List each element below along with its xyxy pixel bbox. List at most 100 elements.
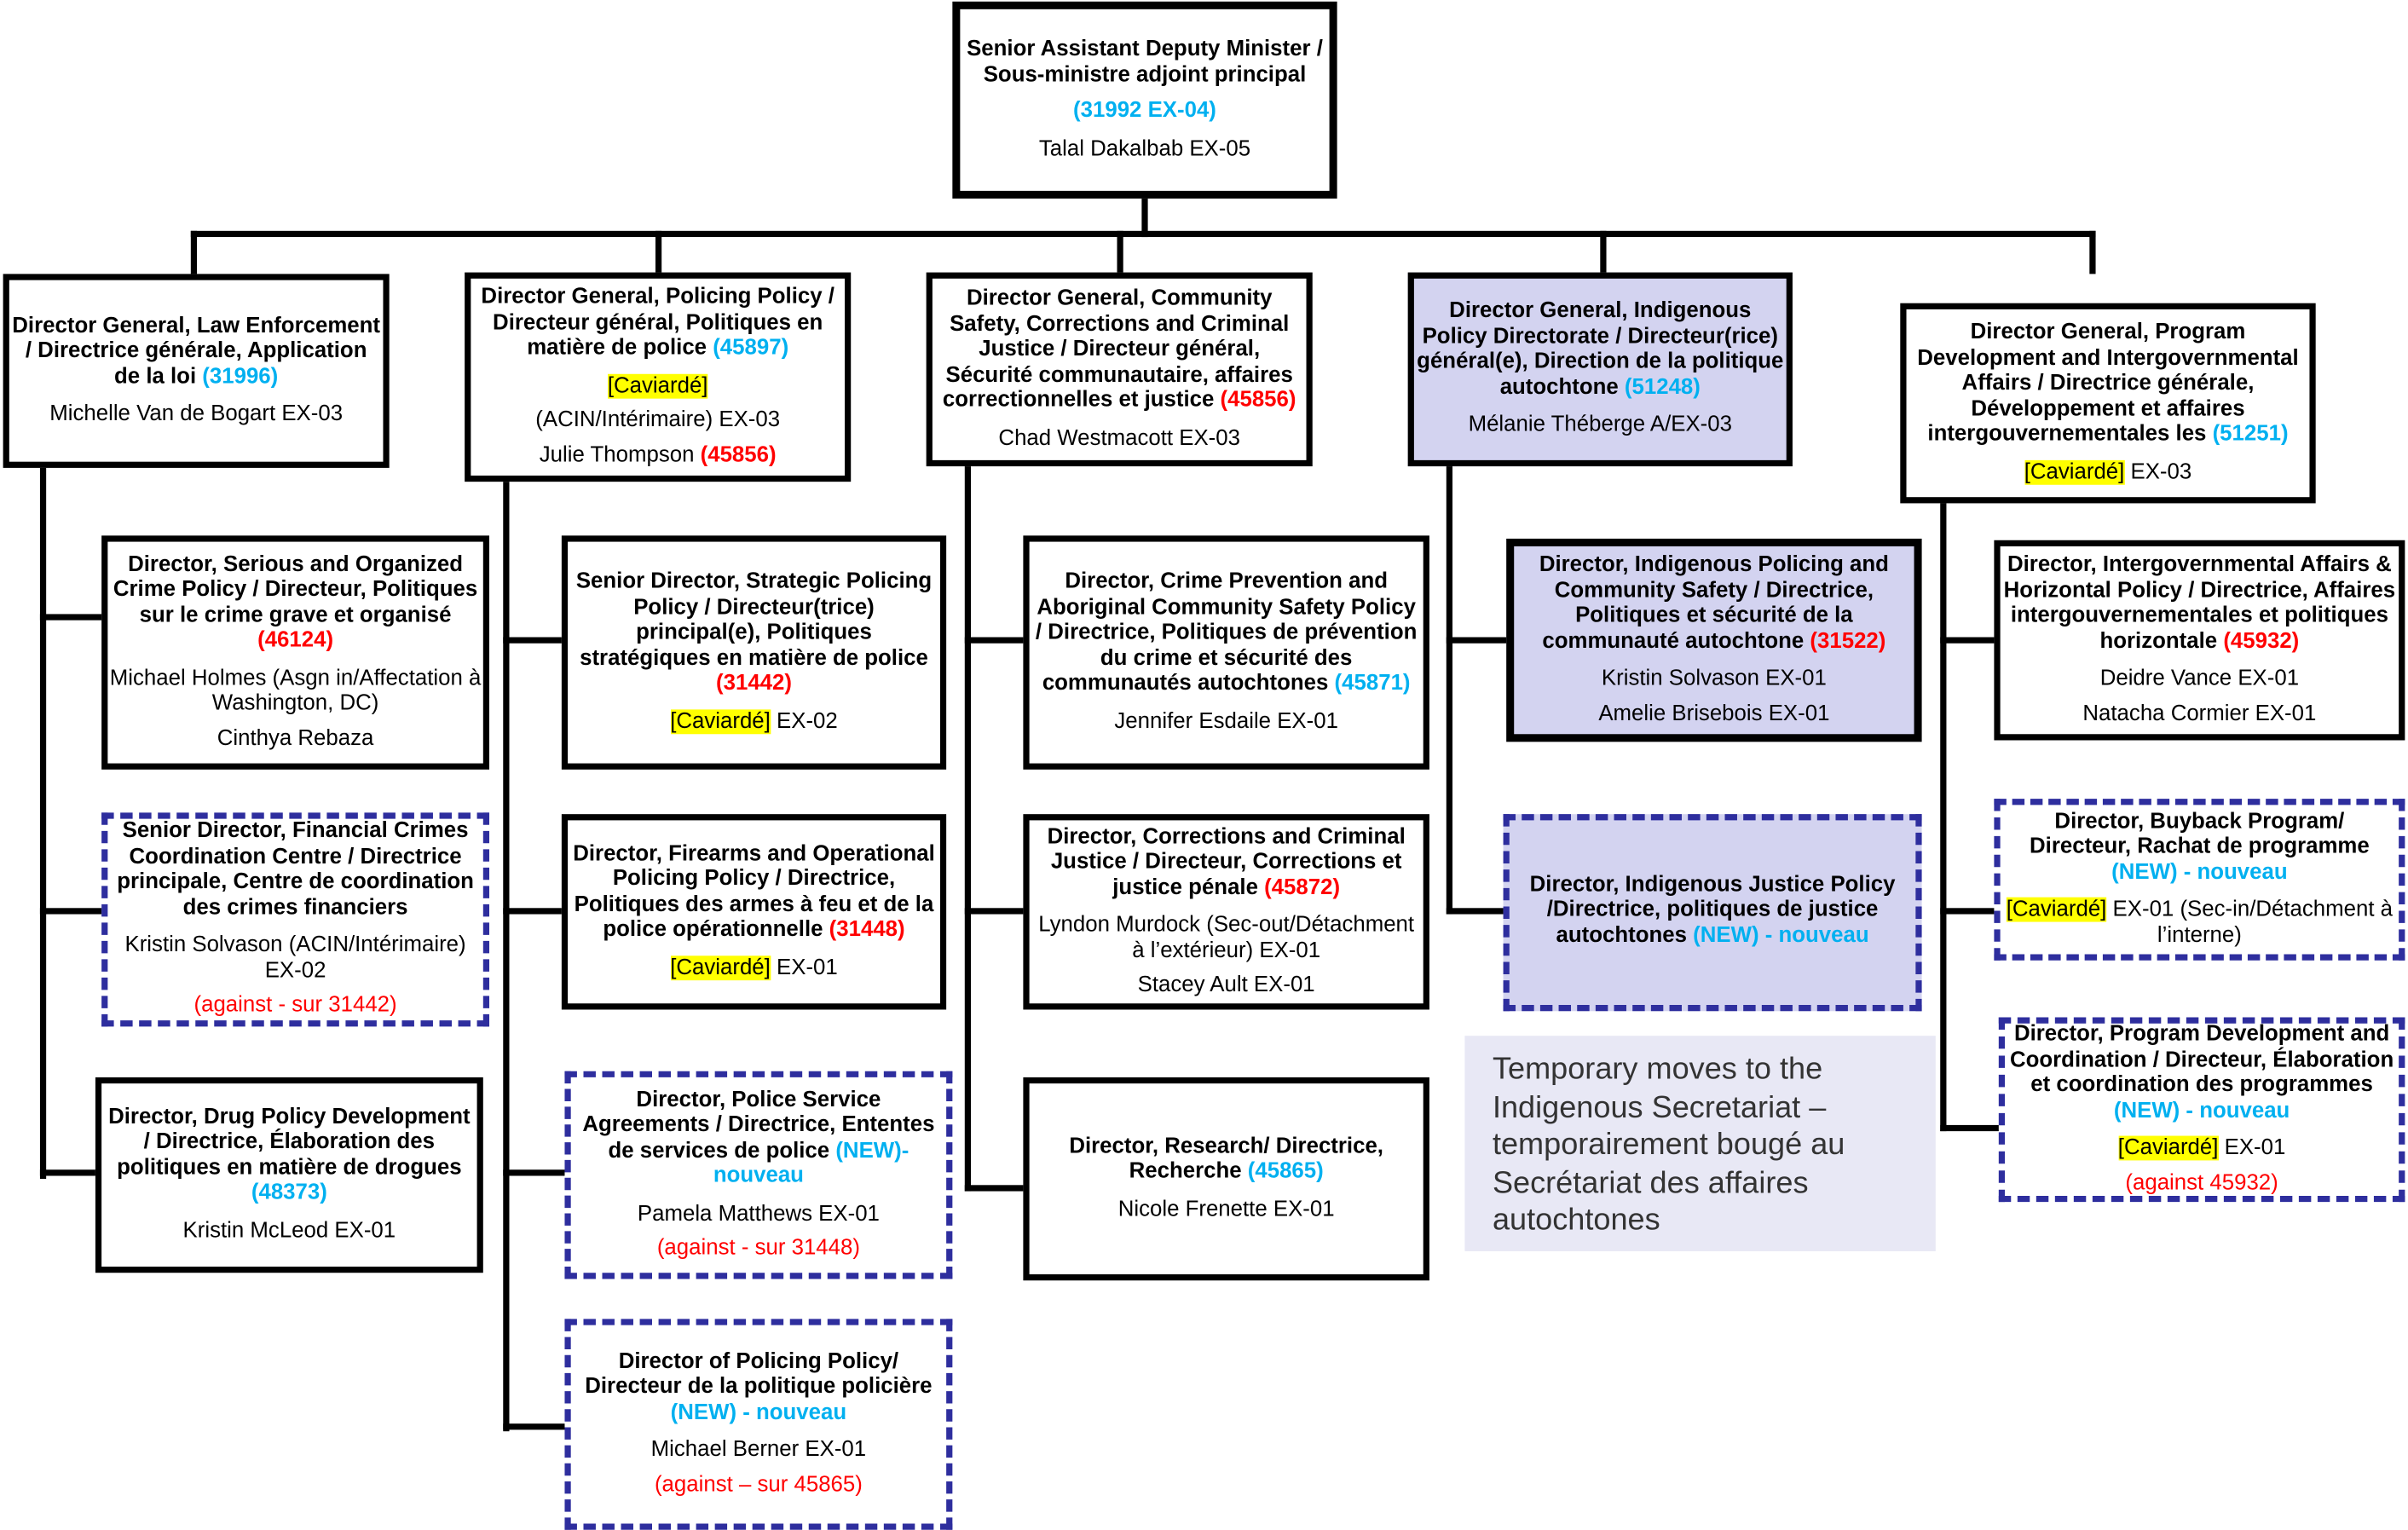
position-detail: (ACIN/Intérimaire) EX-03 [535, 407, 780, 433]
text: Director of Policing Policy/ Directeur d… [585, 1349, 933, 1400]
position-detail: Lyndon Murdock (Sec-out/Détachment à l’e… [1031, 913, 1421, 964]
org-box-dg-indigenous-policy: Director General, Indigenous Policy Dire… [1407, 272, 1793, 467]
text: Director General, Program Development an… [1917, 320, 2299, 447]
position-title: Director, Research/ Directrice, Recherch… [1031, 1134, 1421, 1185]
connector-line [503, 478, 510, 1432]
position-detail: (against - sur 31448) [657, 1236, 860, 1262]
position-number: (NEW)- nouveau [713, 1138, 909, 1188]
position-detail: [Caviardé] EX-01 [670, 955, 838, 981]
connector-line [503, 1423, 569, 1430]
position-number: (31992 EX-04) [1073, 98, 1216, 124]
position-title: Director, Program Development and Coordi… [2007, 1022, 2397, 1123]
text: Jennifer Esdaile EX-01 [1114, 708, 1338, 734]
position-title: Director of Policing Policy/ Directeur d… [572, 1349, 944, 1425]
position-number: (45856) [1220, 388, 1296, 413]
redacted-label: [Caviardé] [670, 708, 771, 734]
connector-line [503, 908, 565, 915]
org-box-buyback-program: Director, Buyback Program/ Directeur, Ra… [1994, 799, 2405, 961]
connector-line [2089, 230, 2096, 274]
connector-line [39, 908, 105, 915]
text: Director General, Indigenous Policy Dire… [1417, 298, 1784, 401]
org-box-dg-community-safety: Director General, Community Safety, Corr… [926, 272, 1313, 467]
position-title: Director, Crime Prevention and Aborigina… [1031, 569, 1421, 696]
text: Director, Police Service Agreements / Di… [582, 1087, 935, 1163]
against-note: (against - sur 31448) [656, 1235, 860, 1261]
connector-line [1446, 465, 1453, 915]
connector-line [1940, 1124, 2002, 1132]
position-detail: Julie Thompson (45856) [540, 442, 777, 468]
text: Director, Corrections and Criminal Justi… [1047, 823, 1406, 900]
text: Senior Director, Financial Crimes Coordi… [117, 819, 474, 921]
text: EX-01 [2218, 1135, 2286, 1161]
text: (ACIN/Intérimaire) EX-03 [535, 407, 781, 433]
position-detail: Stacey Ault EX-01 [1138, 973, 1315, 998]
org-box-dg-policing-policy: Director General, Policing Policy / Dire… [465, 272, 852, 482]
position-number: (31442) [716, 671, 792, 696]
position-title: Director, Serious and Organized Crime Po… [109, 552, 482, 654]
org-box-indigenous-policing: Director, Indigenous Policing and Commun… [1506, 538, 1922, 742]
position-detail: Amelie Brisebois EX-01 [1598, 701, 1829, 726]
text: EX-03 [2124, 459, 2192, 484]
connector-line [1141, 193, 1148, 238]
position-detail: Chad Westmacott EX-03 [998, 425, 1240, 451]
connector-line [1600, 230, 1607, 278]
against-note: (against – sur 45865) [654, 1472, 863, 1498]
position-title: Senior Director, Strategic Policing Poli… [569, 569, 938, 696]
against-note: (against 45932) [2125, 1170, 2278, 1196]
position-number: (45897) [713, 335, 789, 361]
org-box-indigenous-justice: Director, Indigenous Justice Policy /Dir… [1503, 814, 1922, 1012]
position-title: Director, Firearms and Operational Polic… [569, 841, 938, 943]
text: Cinthya Rebaza [217, 725, 374, 751]
text: Director, Buyback Program/ Directeur, Ra… [2030, 809, 2370, 859]
position-detail: Jennifer Esdaile EX-01 [1114, 708, 1338, 734]
position-number: (45872) [1264, 875, 1341, 900]
position-number: (NEW) - nouveau [2113, 1098, 2290, 1123]
position-number: (45871) [1334, 671, 1411, 696]
org-box-dg-program-development: Director General, Program Development an… [1900, 303, 2316, 504]
connector-line [1940, 908, 1998, 915]
position-title: Director, Buyback Program/ Directeur, Ra… [2001, 809, 2397, 885]
position-title: Director General, Community Safety, Corr… [934, 286, 1305, 413]
connector-line [964, 637, 1027, 644]
position-number: (48373) [251, 1181, 327, 1206]
position-detail: Kristin Solvason (ACIN/Intérimaire) EX-0… [109, 933, 482, 984]
position-title: Director, Indigenous Policing and Commun… [1516, 552, 1913, 654]
text: Kristin McLeod EX-01 [182, 1218, 396, 1244]
position-title: Director, Police Service Agreements / Di… [572, 1088, 944, 1189]
position-number: (NEW) - nouveau [2111, 859, 2288, 885]
text: Pamela Matthews EX-01 [637, 1201, 880, 1227]
connector-line [39, 1169, 99, 1176]
text: EX-01 [770, 955, 838, 980]
redacted-label: [Caviardé] [607, 372, 708, 398]
redacted-label: [Caviardé] [2024, 459, 2125, 484]
position-detail: (against – sur 45865) [655, 1473, 863, 1498]
position-number: (NEW) - nouveau [670, 1400, 847, 1425]
position-number: (45865) [1247, 1159, 1324, 1184]
org-box-research: Director, Research/ Directrice, Recherch… [1023, 1077, 1429, 1281]
text: Director, Serious and Organized Crime Po… [113, 551, 478, 628]
position-number: (31448) [829, 917, 905, 943]
org-box-policing-policy: Director of Policing Policy/ Directeur d… [564, 1319, 953, 1530]
text: Director, Indigenous Policing and Commun… [1539, 552, 1889, 654]
position-detail: Talal Dakalbab EX-05 [1039, 136, 1250, 162]
text: EX-02 [770, 708, 838, 734]
position-detail: Michael Holmes (Asgn in/Affectation à Wa… [109, 666, 482, 717]
position-detail: Cinthya Rebaza [217, 726, 374, 752]
org-box-dg-law-enforcement: Director General, Law Enforcement / Dire… [3, 274, 390, 468]
connector-line [503, 637, 565, 644]
text: Director, Intergovernmental Affairs & Ho… [2003, 552, 2396, 654]
position-detail: [Caviardé] EX-02 [670, 708, 838, 734]
position-detail: Michael Berner EX-01 [651, 1438, 866, 1464]
position-number: (45856) [700, 442, 777, 467]
org-box-serious-organized-crime: Director, Serious and Organized Crime Po… [101, 535, 490, 770]
connector-line [1940, 499, 1947, 1132]
text: Director, Research/ Directrice, Recherch… [1069, 1134, 1383, 1184]
position-detail: [Caviardé] EX-03 [2024, 459, 2192, 485]
position-detail: Kristin Solvason EX-01 [1602, 667, 1827, 692]
org-box-firearms: Director, Firearms and Operational Polic… [561, 814, 947, 1010]
text: Director, Crime Prevention and Aborigina… [1035, 569, 1418, 696]
position-detail: Natacha Cormier EX-01 [2082, 701, 2316, 726]
position-detail: Mélanie Théberge A/EX-03 [1469, 413, 1732, 438]
position-title: Director General, Law Enforcement / Dire… [11, 313, 382, 389]
text: Michelle Van de Bogart EX-03 [49, 401, 344, 427]
